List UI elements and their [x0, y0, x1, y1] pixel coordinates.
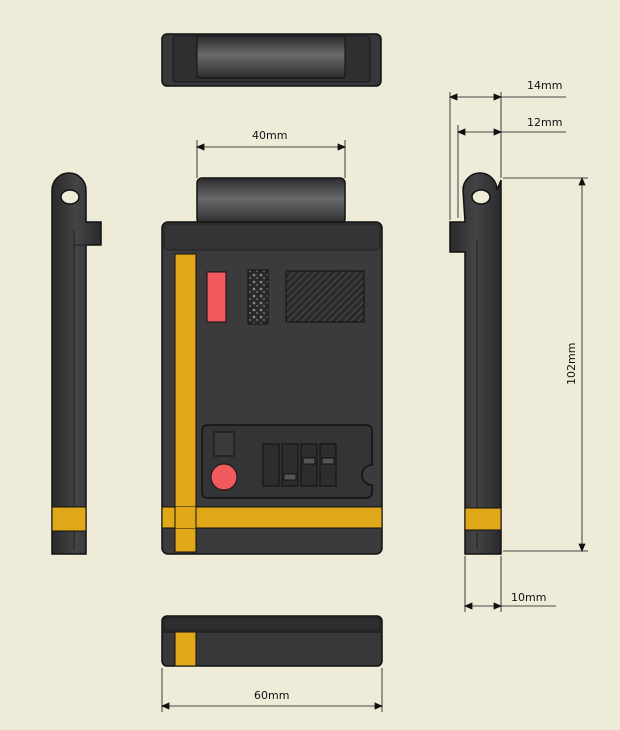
yellow-stripe-horizontal	[161, 506, 383, 529]
red-button	[210, 463, 238, 491]
red-indicator	[206, 271, 227, 323]
dim-offset-c: 10mm	[511, 591, 546, 604]
switch-bank	[262, 443, 337, 487]
dim-height-side: 102mm	[565, 343, 578, 385]
small-square	[213, 431, 235, 457]
keyring-hole-right	[471, 189, 491, 205]
dim-width-top: 40mm	[252, 129, 287, 142]
left-side-view	[51, 172, 102, 555]
speckle-strip	[247, 269, 269, 325]
yellow-stripe-vertical	[174, 253, 197, 553]
dim-width-bottom: 60mm	[254, 689, 289, 702]
dimension-lines	[160, 92, 588, 712]
front-view	[161, 177, 383, 555]
dim-offset-b: 12mm	[527, 116, 562, 129]
top-view	[161, 33, 382, 87]
speaker-grille	[285, 270, 365, 323]
bottom-view	[161, 615, 383, 667]
keyring-hole	[60, 189, 80, 205]
dim-offset-a: 14mm	[527, 79, 562, 92]
right-side-view	[449, 172, 502, 555]
